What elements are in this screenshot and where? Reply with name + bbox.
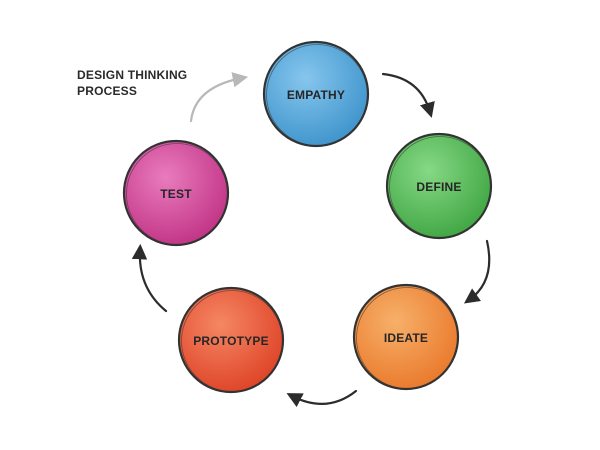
arrow-test-to-empathy bbox=[189, 72, 249, 123]
diagram-title-line-1: DESIGN THINKING bbox=[77, 68, 188, 82]
arrow-empathy-to-define bbox=[381, 72, 435, 118]
stage-test-label: TEST bbox=[160, 187, 192, 201]
stage-ideate: IDEATE bbox=[352, 283, 460, 391]
stage-prototype-label: PROTOTYPE bbox=[193, 334, 269, 348]
stage-ideate-label: IDEATE bbox=[384, 331, 428, 345]
stage-empathy: EMPATHY bbox=[262, 40, 370, 148]
stage-define-label: DEFINE bbox=[416, 180, 461, 194]
diagram-title: DESIGN THINKING PROCESS bbox=[77, 67, 247, 99]
stage-define: DEFINE bbox=[385, 132, 493, 240]
arrow-ideate-to-prototype bbox=[286, 389, 358, 408]
diagram-title-line-2: PROCESS bbox=[77, 84, 138, 98]
arrow-prototype-to-test bbox=[131, 243, 168, 313]
stage-empathy-label: EMPATHY bbox=[287, 88, 345, 102]
stage-test: TEST bbox=[122, 139, 230, 247]
arrow-define-to-ideate bbox=[463, 239, 491, 304]
stage-prototype: PROTOTYPE bbox=[177, 286, 285, 394]
